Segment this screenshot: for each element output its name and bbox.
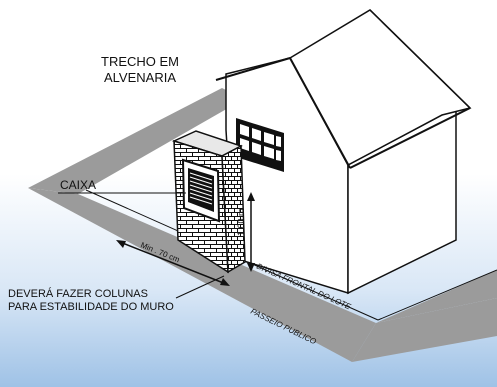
trecho-label-line1: TRECHO EM — [101, 54, 179, 69]
colunas-label-line2: PARA ESTABILIDADE DO MURO — [8, 301, 174, 313]
height-label: 1.60 m — [236, 208, 246, 236]
colunas-label-line1: DEVERÁ FAZER COLUNAS — [8, 287, 148, 300]
masonry-pillar — [171, 130, 246, 274]
caixa-label: CAIXA — [60, 178, 96, 192]
colunas-leader — [175, 275, 225, 299]
lot-side-line — [377, 269, 497, 321]
window-icon — [236, 118, 284, 172]
trecho-label-line2: ALVENARIA — [104, 70, 176, 85]
height-dimension — [247, 192, 255, 272]
house — [215, 9, 472, 295]
width-dimension — [116, 240, 230, 286]
meter-box-icon — [181, 158, 221, 223]
